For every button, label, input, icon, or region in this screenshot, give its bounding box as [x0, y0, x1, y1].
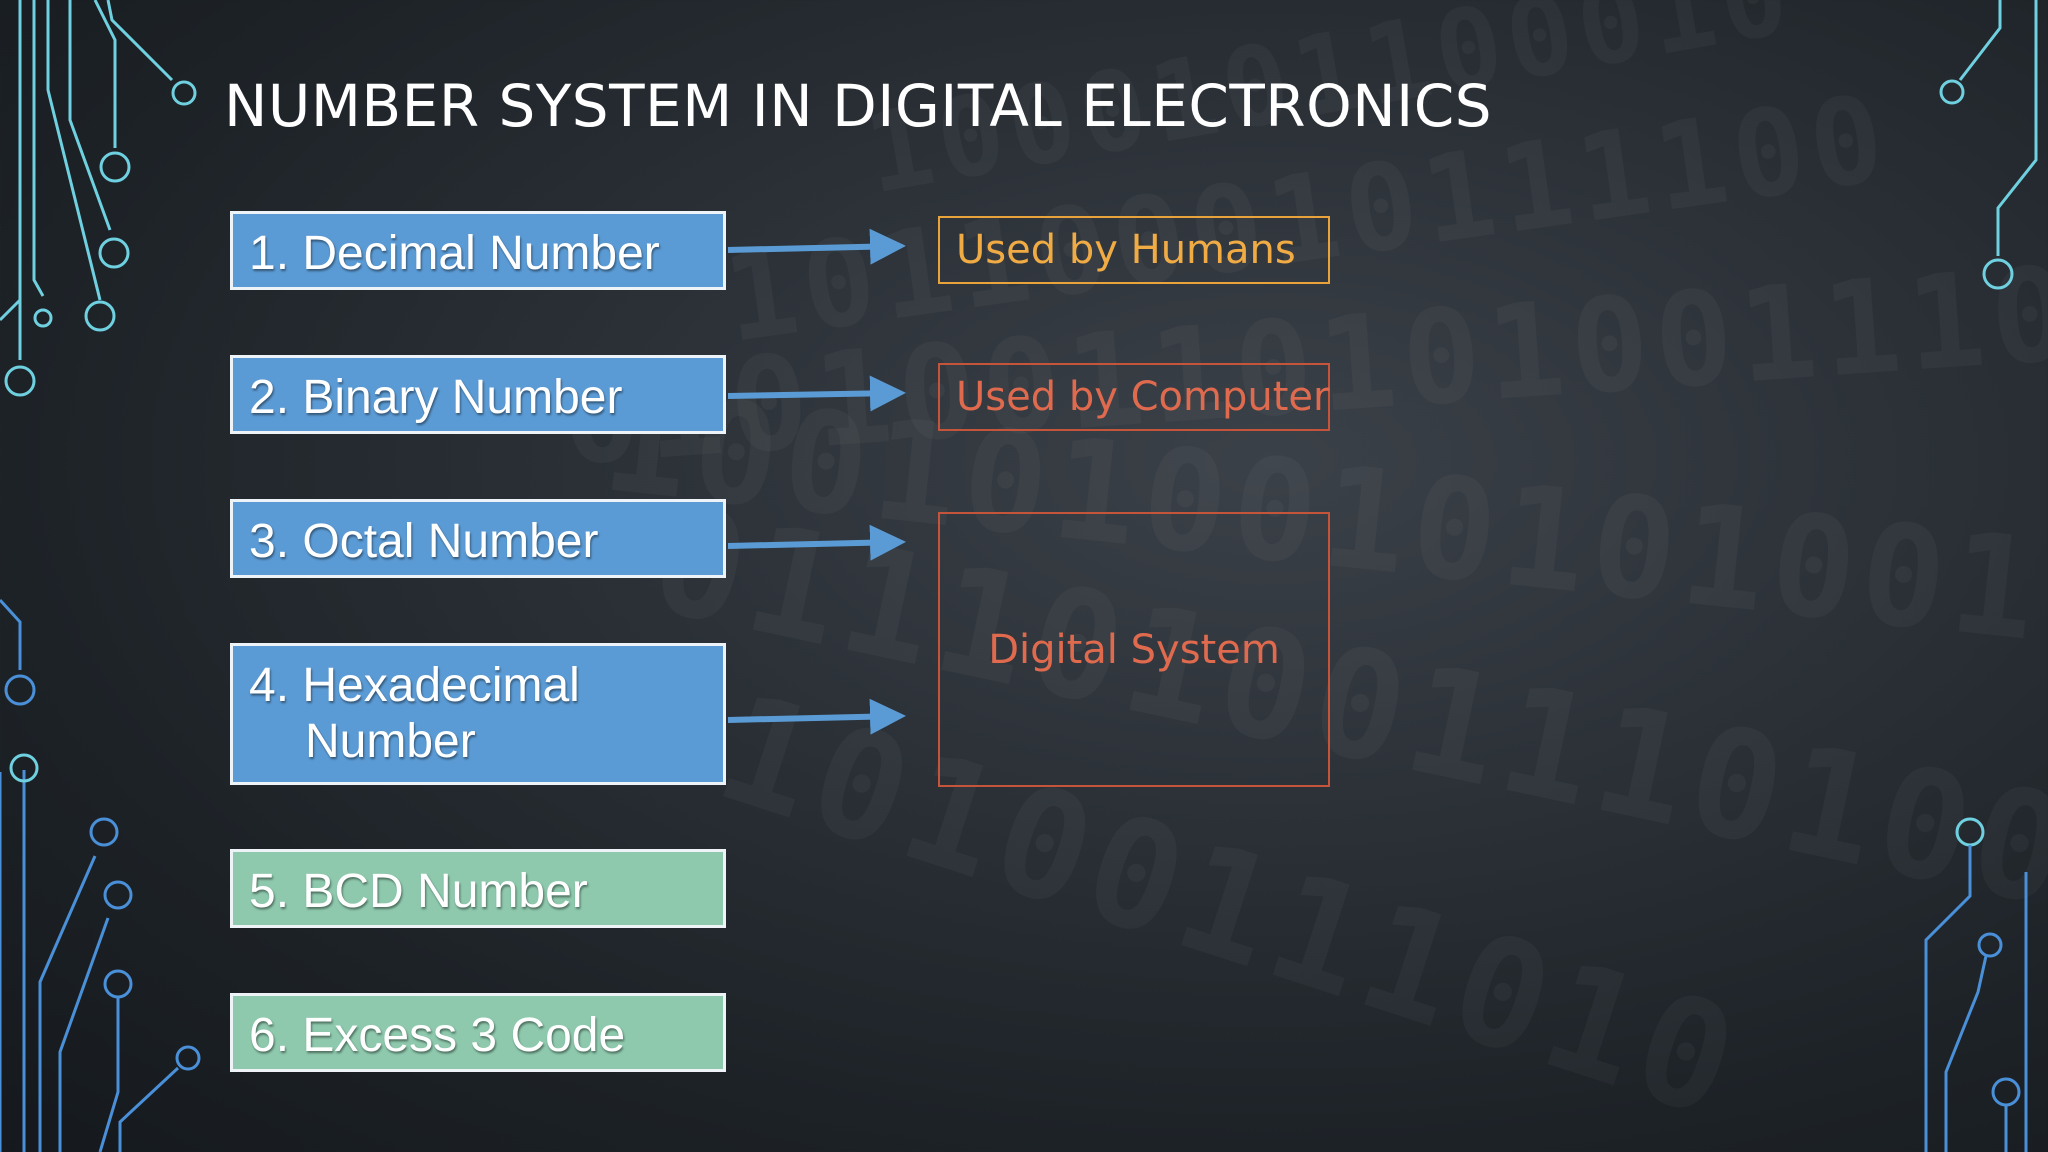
target-label: Used by Humans — [956, 227, 1296, 273]
number-system-label: 1. Decimal Number — [249, 227, 660, 280]
target-box-digital-system: Digital System — [938, 512, 1330, 787]
target-label: Used by Computer — [956, 374, 1330, 420]
number-system-label: 4. Hexadecimal — [249, 659, 580, 712]
number-system-box-decimal: 1. Decimal Number — [230, 211, 726, 290]
number-system-label: 5. BCD Number — [249, 865, 588, 918]
arrow-hexadecimal-to-digital — [727, 698, 906, 735]
number-system-box-hexadecimal: 4. Hexadecimal Number — [230, 643, 726, 785]
number-system-label: 3. Octal Number — [249, 515, 599, 568]
target-label: Digital System — [988, 626, 1280, 673]
number-system-box-binary: 2. Binary Number — [230, 355, 726, 434]
target-box-used-by-computer: Used by Computer — [938, 363, 1330, 431]
number-system-box-bcd: 5. BCD Number — [230, 849, 726, 928]
number-system-box-octal: 3. Octal Number — [230, 499, 726, 578]
arrow-decimal-to-humans — [727, 228, 906, 265]
arrow-binary-to-computer — [727, 375, 906, 412]
arrow-octal-to-digital — [727, 524, 906, 561]
number-system-label: 2. Binary Number — [249, 371, 623, 424]
slide-title: NUMBER SYSTEM IN DIGITAL ELECTRONICS — [224, 72, 1493, 140]
number-system-box-excess-3: 6. Excess 3 Code — [230, 993, 726, 1072]
target-box-used-by-humans: Used by Humans — [938, 216, 1330, 284]
number-system-label: 6. Excess 3 Code — [249, 1009, 626, 1062]
number-system-label-continued: Number — [305, 715, 476, 768]
